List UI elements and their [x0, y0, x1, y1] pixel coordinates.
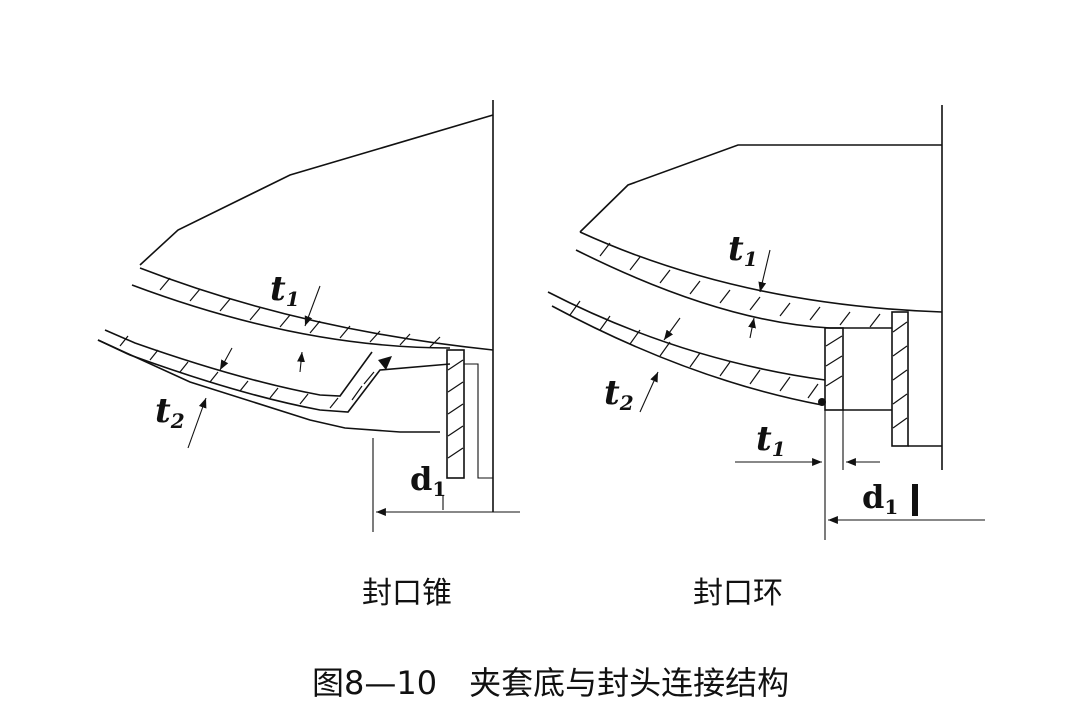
right-ring-right-bar: [891, 311, 909, 447]
right-d1-marker: [912, 484, 918, 516]
right-diagram-sealing-ring: t1 t2 t1 d1: [547, 105, 985, 540]
right-ring-hatching: [825, 321, 908, 429]
right-ring-left-bar: [824, 327, 844, 411]
left-weld-mark: [378, 356, 392, 370]
figure-title: 图8—10 夹套底与封头连接结构: [312, 664, 790, 702]
right-head-outer-edge: [579, 231, 943, 313]
right-caption: 封口环: [693, 576, 783, 611]
right-head-inner-edge: [575, 249, 892, 329]
left-jacket-hatching: [119, 335, 375, 409]
right-t1-label: t1: [728, 229, 758, 271]
right-jacket-hatching: [569, 300, 819, 399]
left-t2-label: t2: [155, 391, 185, 433]
left-sealing-ring: [446, 349, 465, 479]
left-head-outline: [139, 114, 494, 266]
left-t1-arrow-top: [304, 285, 321, 327]
left-diagram-sealing-cone: t1 t2 d1: [97, 100, 520, 532]
right-t1-ring-label: t1: [756, 419, 786, 461]
right-t1-arrow-top: [758, 249, 771, 293]
left-ring-flange: [464, 363, 493, 479]
right-t2-arrow-bottom: [639, 371, 659, 413]
left-head-inner-edge: [131, 284, 451, 349]
right-t1-arrow-bottom: [748, 317, 756, 339]
left-t1-arrow-bottom: [297, 351, 305, 373]
right-t2-arrow-top: [663, 317, 681, 341]
right-jacket-inner-edge: [551, 305, 823, 406]
left-jacket-outer-edge: [97, 339, 451, 413]
left-d1-label: d1: [410, 460, 446, 501]
left-jacket-inner-edge: [104, 329, 373, 397]
left-head-hatching: [159, 277, 441, 348]
right-head-outline: [579, 144, 942, 233]
left-caption: 封口锥: [362, 576, 452, 611]
right-weld-mark: [818, 398, 826, 406]
left-t1-label: t1: [270, 269, 300, 311]
left-ring-hatching: [447, 359, 464, 459]
left-t2-arrow-bottom: [187, 397, 207, 449]
right-d1-label: d1: [862, 478, 898, 519]
left-jacket-lower-edge: [97, 339, 440, 433]
right-jacket-outer-edge: [547, 291, 826, 381]
left-t2-arrow-top: [219, 347, 233, 371]
right-t2-label: t2: [604, 373, 634, 415]
right-head-hatching: [599, 242, 881, 328]
